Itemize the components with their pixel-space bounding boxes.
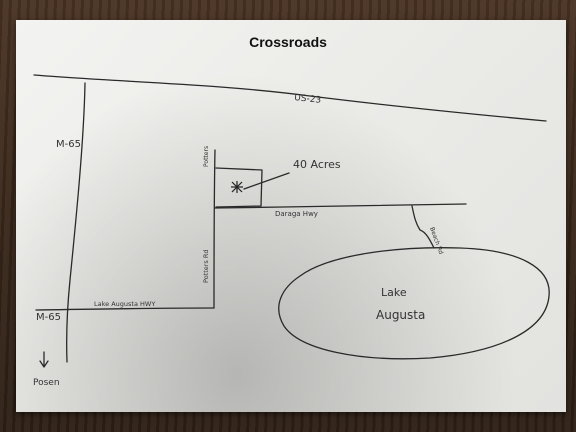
parcel-label: 40 Acres	[293, 158, 341, 171]
paper-sheet	[16, 20, 566, 412]
parcel-pointer-arrow	[243, 172, 290, 190]
m65-road-line	[65, 82, 86, 363]
lake-label-line2: Augusta	[376, 308, 425, 322]
parcel-marker-icon	[231, 181, 243, 193]
m65-bottom-label: M-65	[36, 312, 61, 323]
m65-top-label: M-65	[56, 139, 81, 150]
destination-label: Posen	[33, 378, 60, 388]
lake-label-line1: Lake	[381, 286, 407, 299]
lake-augusta-hwy-line	[35, 307, 215, 311]
lake-augusta-hwy-label: Lake Augusta HWY	[94, 300, 155, 308]
map-title: Crossroads	[249, 34, 327, 50]
us23-road-line	[33, 74, 547, 122]
potters-rd-label: Potters Rd	[202, 249, 210, 283]
potters-small-label: Potters	[203, 146, 210, 167]
daraga-hwy-label: Daraga Hwy	[275, 210, 318, 218]
daraga-hwy-line	[214, 203, 467, 209]
beach-rd-line	[411, 205, 435, 249]
parcel-box	[215, 167, 263, 208]
lake-shoreline	[278, 247, 550, 360]
us23-label: US-23	[294, 93, 322, 106]
potters-rd-line	[213, 149, 216, 309]
south-arrow	[39, 351, 49, 368]
